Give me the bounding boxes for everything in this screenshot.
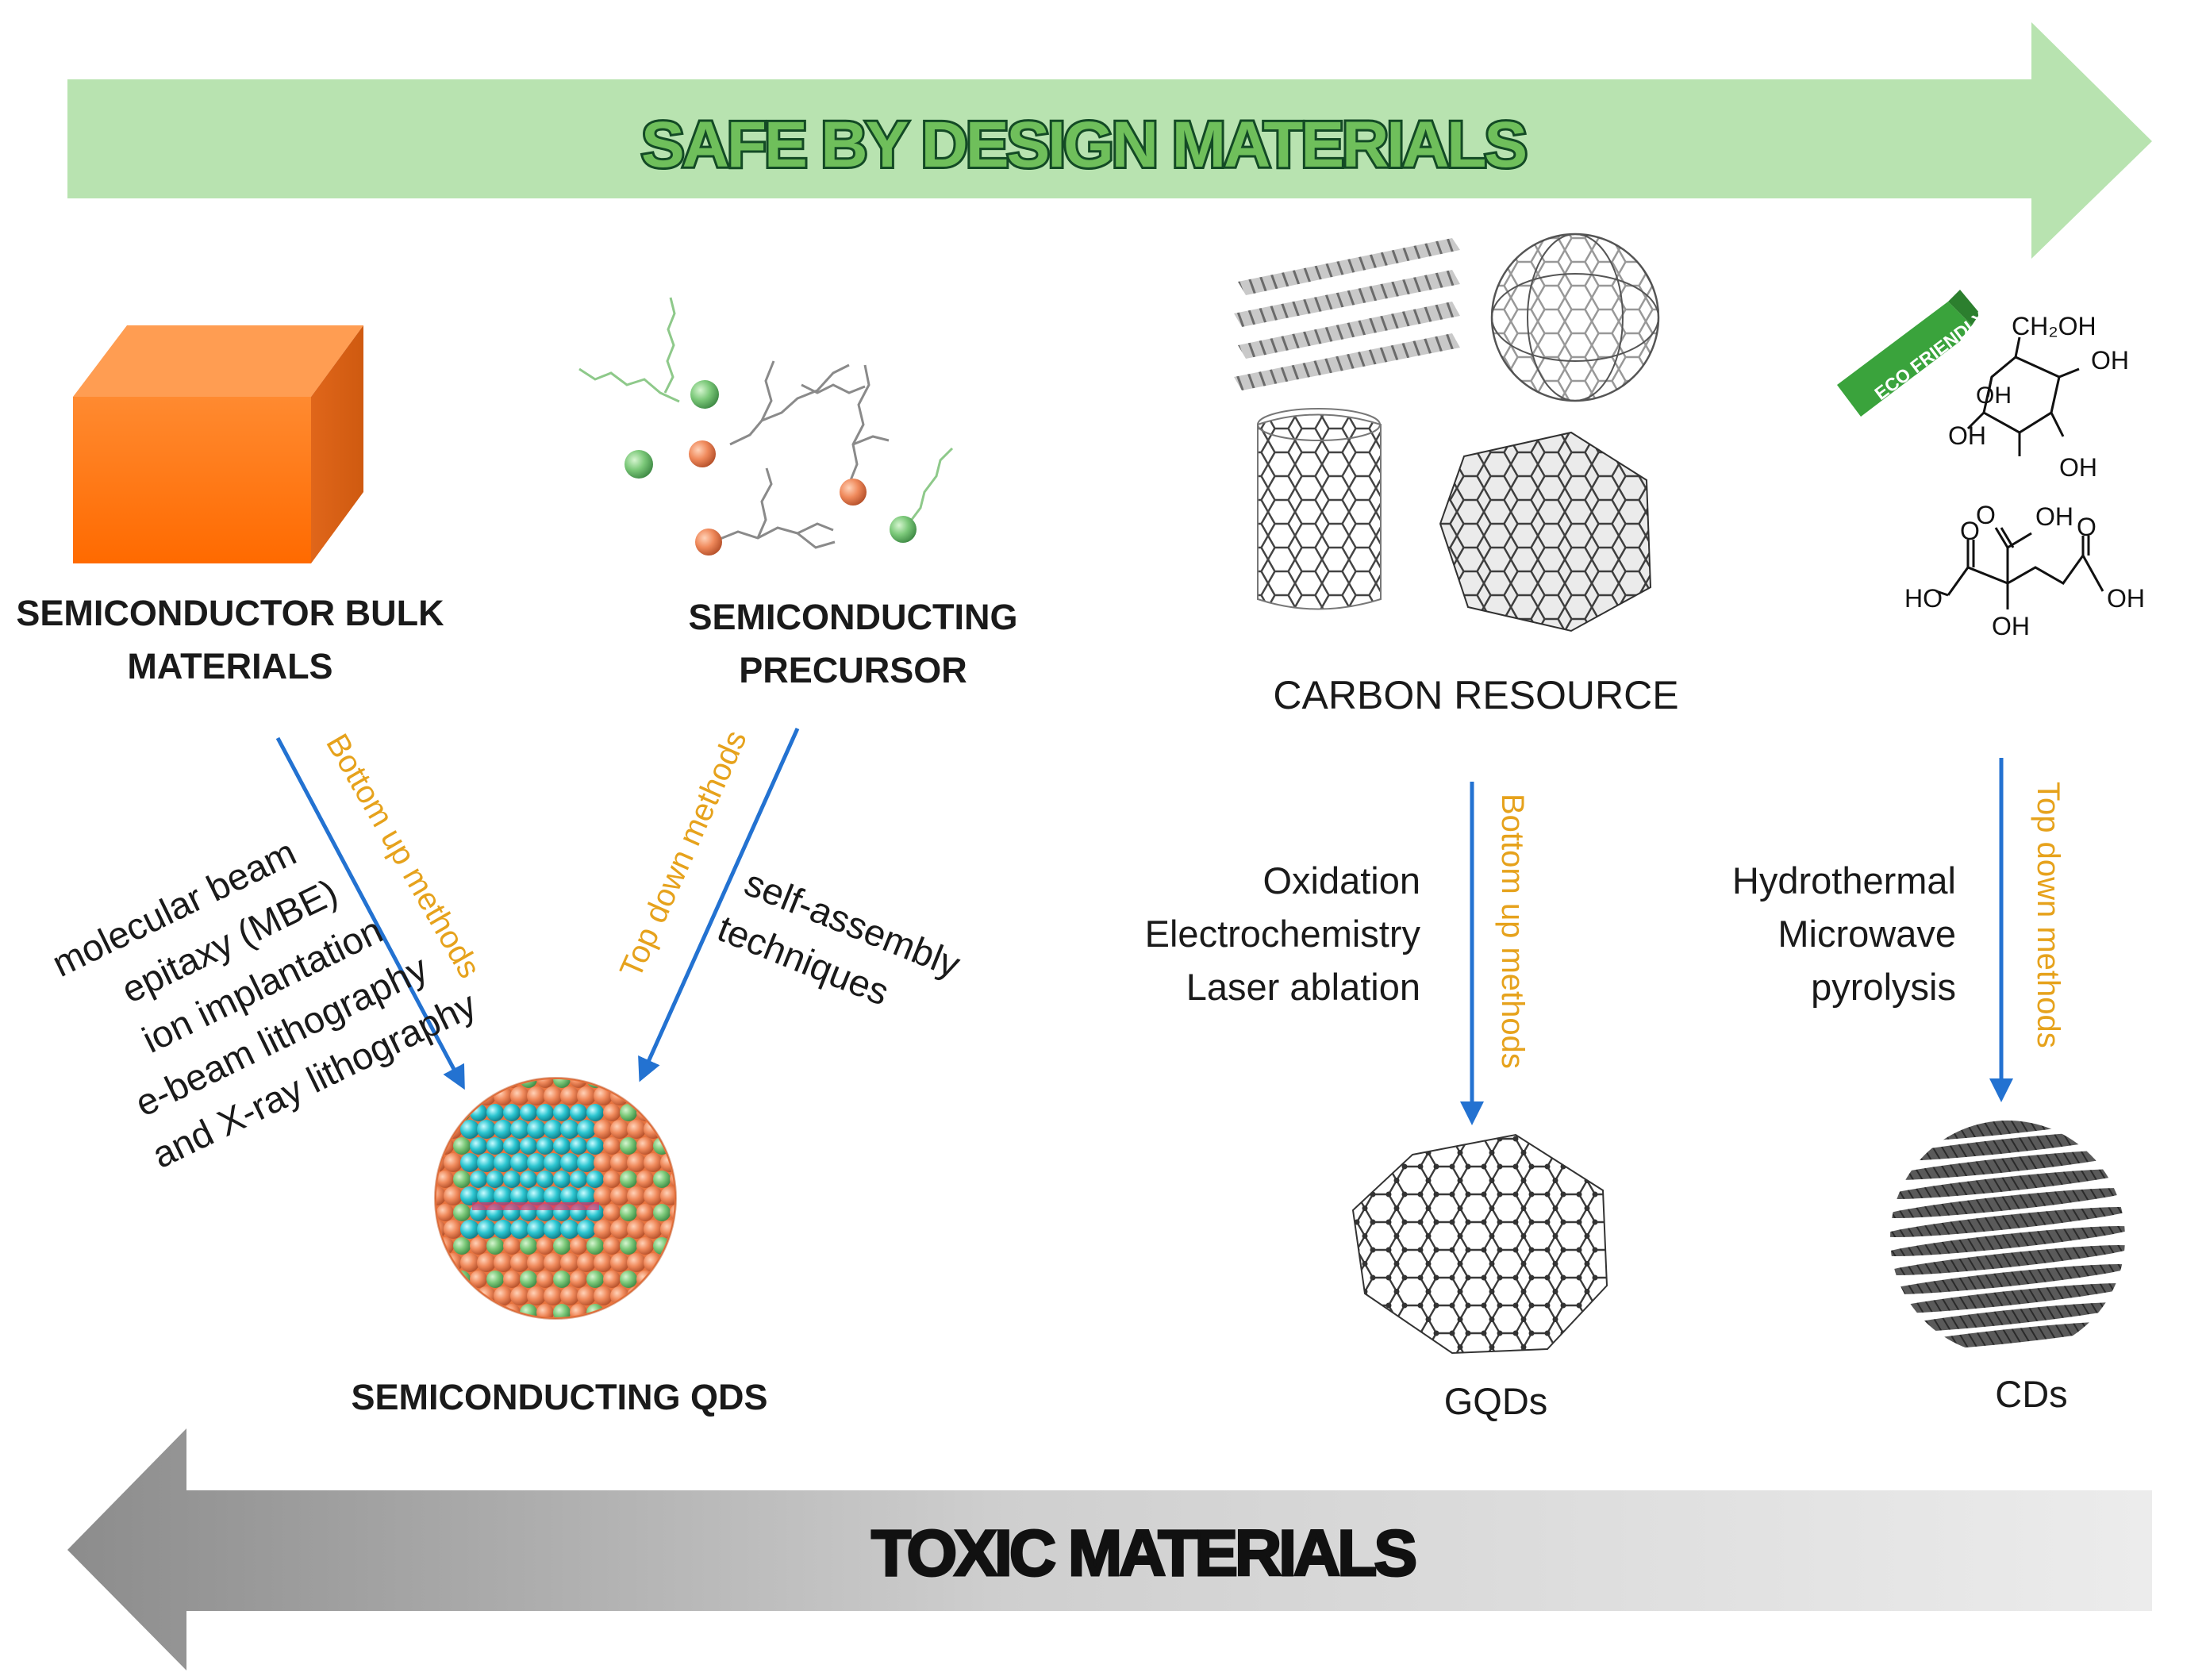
toxic-banner-arrow	[67, 1428, 2152, 1670]
bottom-up-methods-label-gqds: Bottom up methods	[1495, 794, 1530, 1069]
citric-label-o-2: O	[1960, 517, 1980, 545]
gqd-method-2: Laser ablation	[1186, 966, 1420, 1008]
glucose-label-oh-4: OH	[2059, 453, 2097, 482]
gqd-illustration	[1351, 1133, 1608, 1355]
eco-friendly-badge: ECO FRIENDLY	[1837, 290, 1990, 417]
glucose-label-oh-2: OH	[1976, 383, 2012, 409]
precursor-label-line1: SEMICONDUCTING	[689, 597, 1018, 637]
gqds-label: GQDs	[1444, 1380, 1548, 1422]
cd-method-2: pyrolysis	[1811, 966, 1956, 1008]
safe-by-design-title: SAFE BY DESIGN MATERIALS	[641, 109, 1525, 181]
citric-label-oh-1: OH	[2035, 502, 2073, 531]
citric-label-oh-3: OH	[1992, 612, 2030, 640]
bulk-to-qds-arrow	[275, 736, 465, 1090]
safe-by-design-banner: SAFE BY DESIGN MATERIALS	[67, 22, 2152, 259]
citric-label-ho: HO	[1904, 584, 1943, 613]
gqd-method-1: Electrochemistry	[1145, 913, 1421, 955]
carbon-resource-label: CARBON RESOURCE	[1273, 673, 1678, 717]
cd-methods-list: Hydrothermal Microwave pyrolysis	[1732, 859, 1956, 1008]
bulk-label-line2: MATERIALS	[127, 646, 332, 686]
semiconducting-qds-label: SEMICONDUCTING QDS	[351, 1377, 767, 1417]
cd-method-0: Hydrothermal	[1732, 859, 1956, 902]
citric-acid-molecule	[1935, 527, 2104, 609]
gqd-method-0: Oxidation	[1262, 859, 1420, 902]
graphene-stack-illustration	[1234, 238, 1460, 390]
cd-illustration	[1890, 1121, 2125, 1351]
glucose-label-ch2oh: CH₂OH	[2012, 312, 2096, 340]
glucose-label-oh-1: OH	[2091, 346, 2129, 375]
graphene-oxide-illustration	[1439, 431, 1652, 632]
nanotube-illustration	[1257, 408, 1382, 610]
precursor-label-line2: PRECURSOR	[739, 650, 967, 690]
top-down-methods-label-cds: Top down methods	[2031, 782, 2066, 1048]
toxic-materials-title: TOXIC MATERIALS	[871, 1517, 1415, 1590]
citric-label-o-1: O	[1976, 501, 1996, 529]
semiconducting-qd-illustration	[434, 1077, 677, 1320]
glucose-molecule	[1966, 336, 2080, 456]
cds-label: CDs	[1995, 1373, 2067, 1415]
citric-label-o-3: O	[2077, 513, 2096, 541]
precursor-to-qds-arrow	[638, 727, 800, 1082]
citric-label-oh-2: OH	[2107, 584, 2145, 613]
cd-method-1: Microwave	[1777, 913, 1956, 955]
glucose-label-oh-3: OH	[1948, 421, 1986, 450]
precursor-methods-list: self-assembly techniques	[712, 861, 967, 1013]
toxic-materials-banner: TOXIC MATERIALS	[67, 1428, 2152, 1670]
precursor-molecules-illustration	[578, 297, 954, 556]
fullerene-illustration	[1490, 233, 1660, 402]
gqd-methods-list: Oxidation Electrochemistry Laser ablatio…	[1145, 859, 1421, 1008]
bulk-label-line1: SEMICONDUCTOR BULK	[16, 593, 444, 633]
bulk-cube-illustration	[73, 325, 363, 563]
safe-banner-arrow	[67, 22, 2152, 259]
